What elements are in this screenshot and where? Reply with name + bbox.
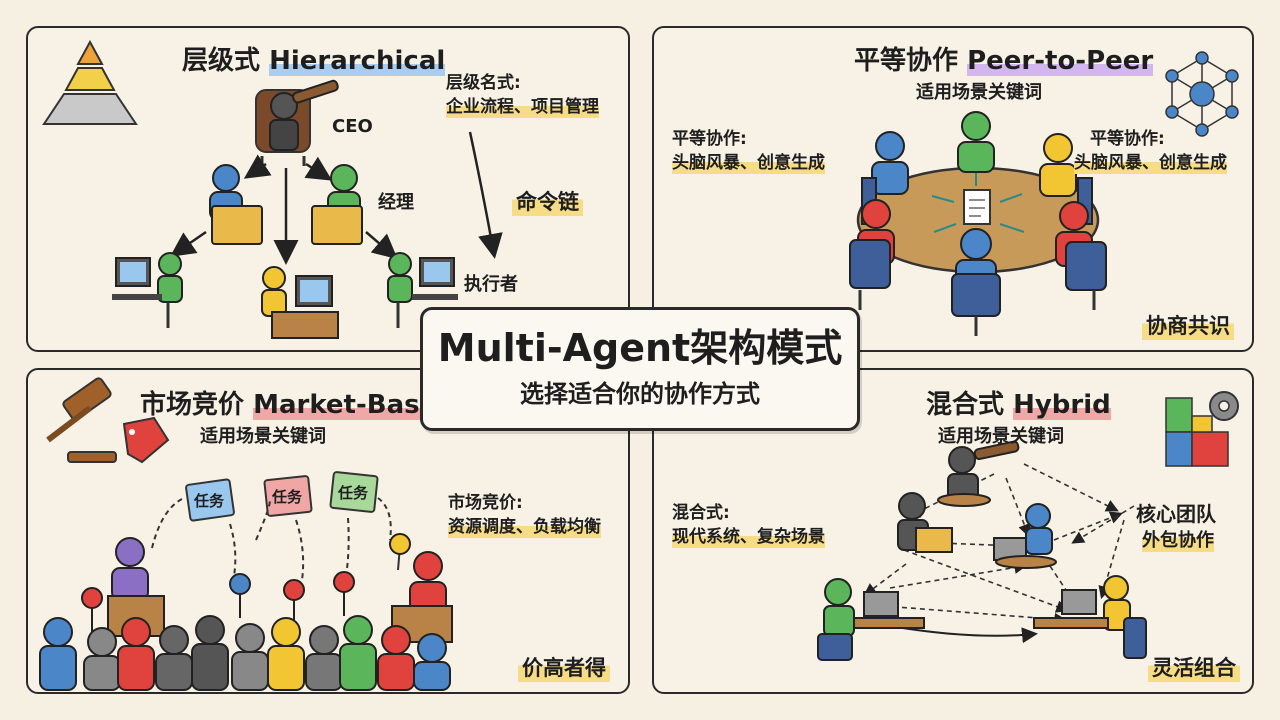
- hybrid-leader: [937, 440, 1020, 507]
- hierarchical-title-en: Hierarchical: [269, 46, 446, 76]
- panel-peer-to-peer: 平等协作 Peer-to-Peer 适用场景关键词 平等协作: 头脑风暴、创意生…: [652, 26, 1254, 352]
- executor-label: 执行者: [464, 274, 518, 295]
- gavel-icon: [46, 377, 117, 463]
- peer-title-cn: 平等协作: [854, 46, 959, 76]
- hybrid-gray-worker: [897, 492, 953, 553]
- task-label-2: 任务: [272, 488, 303, 506]
- market-title-cn: 市场竞价: [140, 390, 245, 420]
- manager-green: [311, 164, 363, 245]
- ceo-figure: [255, 79, 339, 166]
- hierarchical-title-cn: 层级式: [182, 46, 261, 76]
- telescope-icon: [292, 79, 339, 104]
- ceo-label: CEO: [332, 116, 373, 137]
- hybrid-scenario-title: 混合式:: [672, 503, 730, 523]
- hybrid-scenario-text: 现代系统、复杂场景: [672, 526, 825, 548]
- peer-keywords-label: 适用场景关键词: [916, 82, 1042, 103]
- peer-tag: 协商共识: [1142, 310, 1234, 340]
- market-title: 市场竞价 Market-Based: [140, 384, 456, 421]
- market-tag: 价高者得: [518, 652, 610, 682]
- peer-red-right: [1055, 201, 1107, 310]
- main-subtitle: 选择适合你的协作方式: [520, 380, 760, 408]
- executor-green-right: [387, 252, 458, 328]
- panel-hierarchical: 层级式 Hierarchical CEO 经理 执行者 命令链 层级名式: 企业…: [26, 26, 630, 352]
- market-scenario-text: 资源调度、负载均衡: [448, 516, 601, 538]
- hybrid-illustration: [817, 391, 1239, 661]
- peer-red-left: [849, 199, 895, 310]
- task-card-green: [329, 471, 379, 513]
- crowd: [39, 615, 451, 691]
- main-title: Multi-Agent架构模式: [437, 326, 843, 370]
- task-label-1: 任务: [194, 492, 225, 510]
- peer-title-en: Peer-to-Peer: [967, 46, 1154, 76]
- peer-right-title: 平等协作:: [1090, 129, 1165, 149]
- task-card-red: [263, 475, 313, 517]
- command-chain-label: 命令链: [512, 186, 583, 216]
- hybrid-title: 混合式 Hybrid: [926, 384, 1111, 421]
- gear-icon: [1209, 391, 1239, 421]
- hybrid-green-worker: [817, 578, 925, 661]
- hierarchical-title: 层级式 Hierarchical: [182, 40, 446, 77]
- pyramid-icon: [42, 39, 138, 125]
- hybrid-title-en: Hybrid: [1013, 390, 1111, 420]
- peer-blue-front: [951, 228, 1001, 336]
- peer-right-text: 头脑风暴、创意生成: [1074, 152, 1227, 174]
- peer-title: 平等协作 Peer-to-Peer: [854, 40, 1154, 77]
- hybrid-tag: 灵活组合: [1148, 652, 1240, 682]
- market-keywords-label: 适用场景关键词: [200, 426, 326, 447]
- price-tag-icon: [122, 416, 170, 464]
- puzzle-icon: [1165, 397, 1229, 467]
- network-icon: [1165, 51, 1239, 137]
- hierarchical-scenario-text: 企业流程、项目管理: [446, 96, 599, 118]
- document-icon: [963, 189, 991, 225]
- manager-blue: [209, 164, 263, 245]
- hybrid-keywords-label: 适用场景关键词: [938, 426, 1064, 447]
- hybrid-blue-worker: [993, 503, 1057, 569]
- market-illustration: [39, 377, 453, 691]
- manager-label: 经理: [378, 192, 414, 213]
- telescope-icon: [973, 440, 1020, 461]
- hierarchical-illustration: [42, 39, 503, 339]
- hierarchical-scenario-title: 层级名式:: [446, 73, 521, 93]
- core-team-label: 核心团队: [1136, 502, 1216, 526]
- executor-green-left: [112, 252, 183, 328]
- task-label-3: 任务: [338, 484, 369, 502]
- center-title-card: Multi-Agent架构模式 选择适合你的协作方式: [420, 307, 860, 431]
- peer-green: [957, 111, 995, 173]
- hybrid-title-cn: 混合式: [926, 390, 1005, 420]
- peer-illustration: [849, 51, 1239, 336]
- peer-left-text: 头脑风暴、创意生成: [672, 152, 825, 174]
- market-scenario-title: 市场竞价:: [448, 493, 523, 513]
- task-card-blue: [185, 478, 235, 522]
- hybrid-yellow-worker: [1033, 575, 1147, 659]
- bidder-red: [389, 533, 453, 643]
- executor-yellow-center: [261, 266, 339, 339]
- outsourcing-label: 外包协作: [1142, 526, 1214, 552]
- peer-left-title: 平等协作:: [672, 129, 747, 149]
